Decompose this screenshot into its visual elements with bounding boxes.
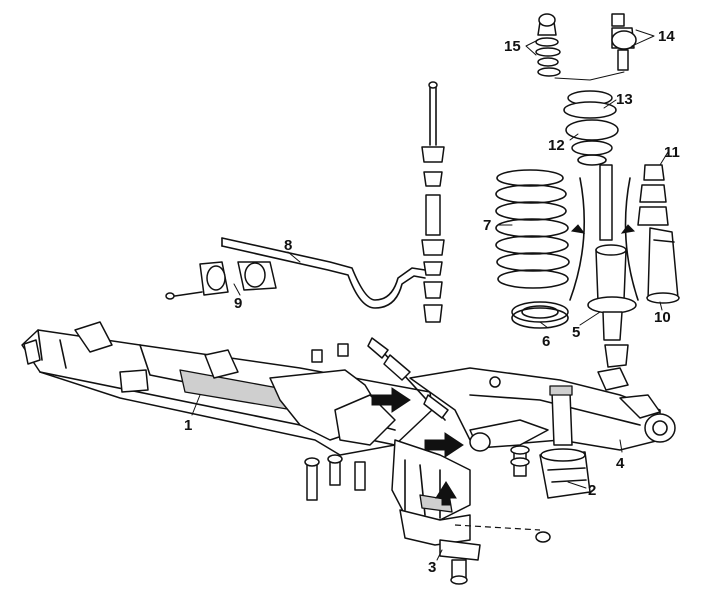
leader-lines (191, 29, 669, 561)
callout-8: 8 (284, 237, 292, 254)
stabilizer-bar (221, 237, 426, 309)
callout-7: 7 (483, 217, 491, 234)
link-rod (311, 337, 449, 421)
callout-15: 15 (504, 38, 521, 55)
callout-11: 11 (664, 144, 680, 161)
spring-seat (511, 301, 569, 329)
top-mount (563, 90, 619, 166)
callout-9: 9 (234, 295, 242, 312)
callout-labels: 1 2 3 4 5 6 7 8 9 10 11 12 13 14 15 (184, 28, 680, 576)
upper-hardware (535, 13, 637, 81)
shock-absorber (569, 164, 639, 368)
callout-10: 10 (654, 309, 671, 326)
bump-stop-and-boot (637, 164, 680, 304)
bar-bushings (165, 261, 277, 300)
mounting-bolts (304, 454, 551, 585)
callout-3: 3 (428, 559, 436, 576)
assembly-arrows (371, 387, 464, 506)
ball-joint-assembly (510, 385, 591, 499)
callout-2: 2 (588, 482, 596, 499)
callout-6: 6 (542, 333, 550, 350)
callout-1: 1 (184, 417, 192, 434)
callout-13: 13 (616, 91, 633, 108)
coil-spring (495, 169, 570, 289)
callout-4: 4 (616, 455, 625, 472)
callout-12: 12 (548, 137, 565, 154)
drop-link-stack (421, 81, 445, 323)
lower-control-arm (409, 367, 676, 452)
callout-14: 14 (658, 28, 675, 45)
callout-5: 5 (572, 324, 580, 341)
